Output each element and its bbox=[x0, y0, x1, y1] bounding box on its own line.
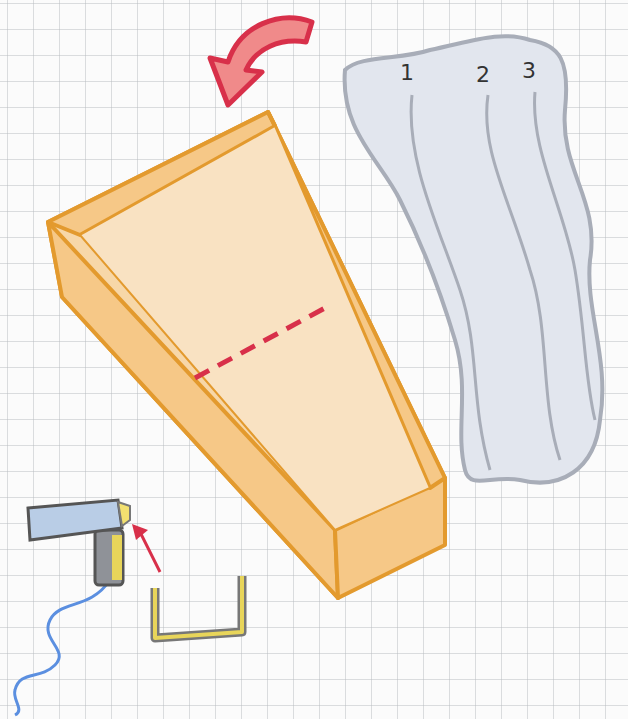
rotation-arrow bbox=[210, 18, 312, 105]
part-number: 1 bbox=[400, 62, 414, 84]
u-clip bbox=[132, 524, 242, 638]
glue-gun bbox=[15, 500, 130, 715]
part-number: 2 bbox=[476, 64, 490, 86]
part-number: 3 bbox=[522, 60, 536, 82]
